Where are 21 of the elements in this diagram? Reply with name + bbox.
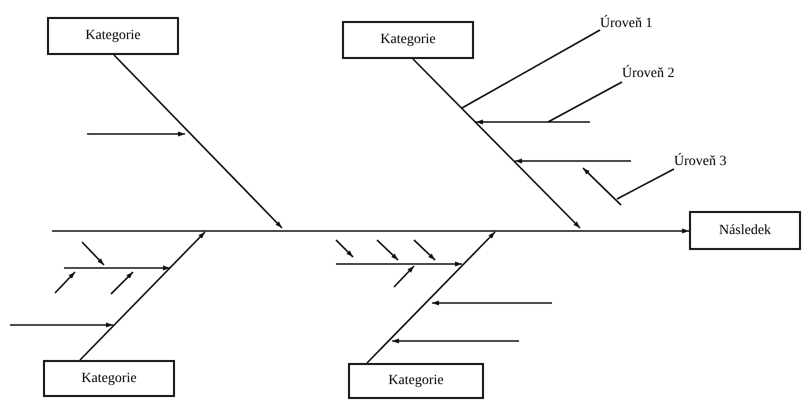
level-label: Úroveň 2 <box>622 66 674 82</box>
box-label: Kategorie <box>85 28 141 44</box>
category-box <box>342 21 474 59</box>
leader-line <box>548 81 622 123</box>
level-label: Úroveň 3 <box>674 154 726 170</box>
category-box <box>348 363 484 399</box>
leader-line <box>616 168 674 200</box>
level-label: Úroveň 1 <box>600 16 652 32</box>
box-label: Kategorie <box>81 370 137 386</box>
category-box <box>43 360 175 397</box>
bone-arrow <box>412 58 581 229</box>
bone-arrow <box>113 54 283 229</box>
spine-arrow <box>52 228 689 234</box>
category-box <box>47 17 179 55</box>
bone-arrow <box>79 231 206 361</box>
box-label: Kategorie <box>388 373 444 389</box>
effect-box <box>689 211 801 250</box>
bone-arrow <box>366 231 496 364</box>
leader-line <box>462 29 600 109</box>
box-label: Kategorie <box>380 32 436 48</box>
box-label: Následek <box>718 222 772 238</box>
